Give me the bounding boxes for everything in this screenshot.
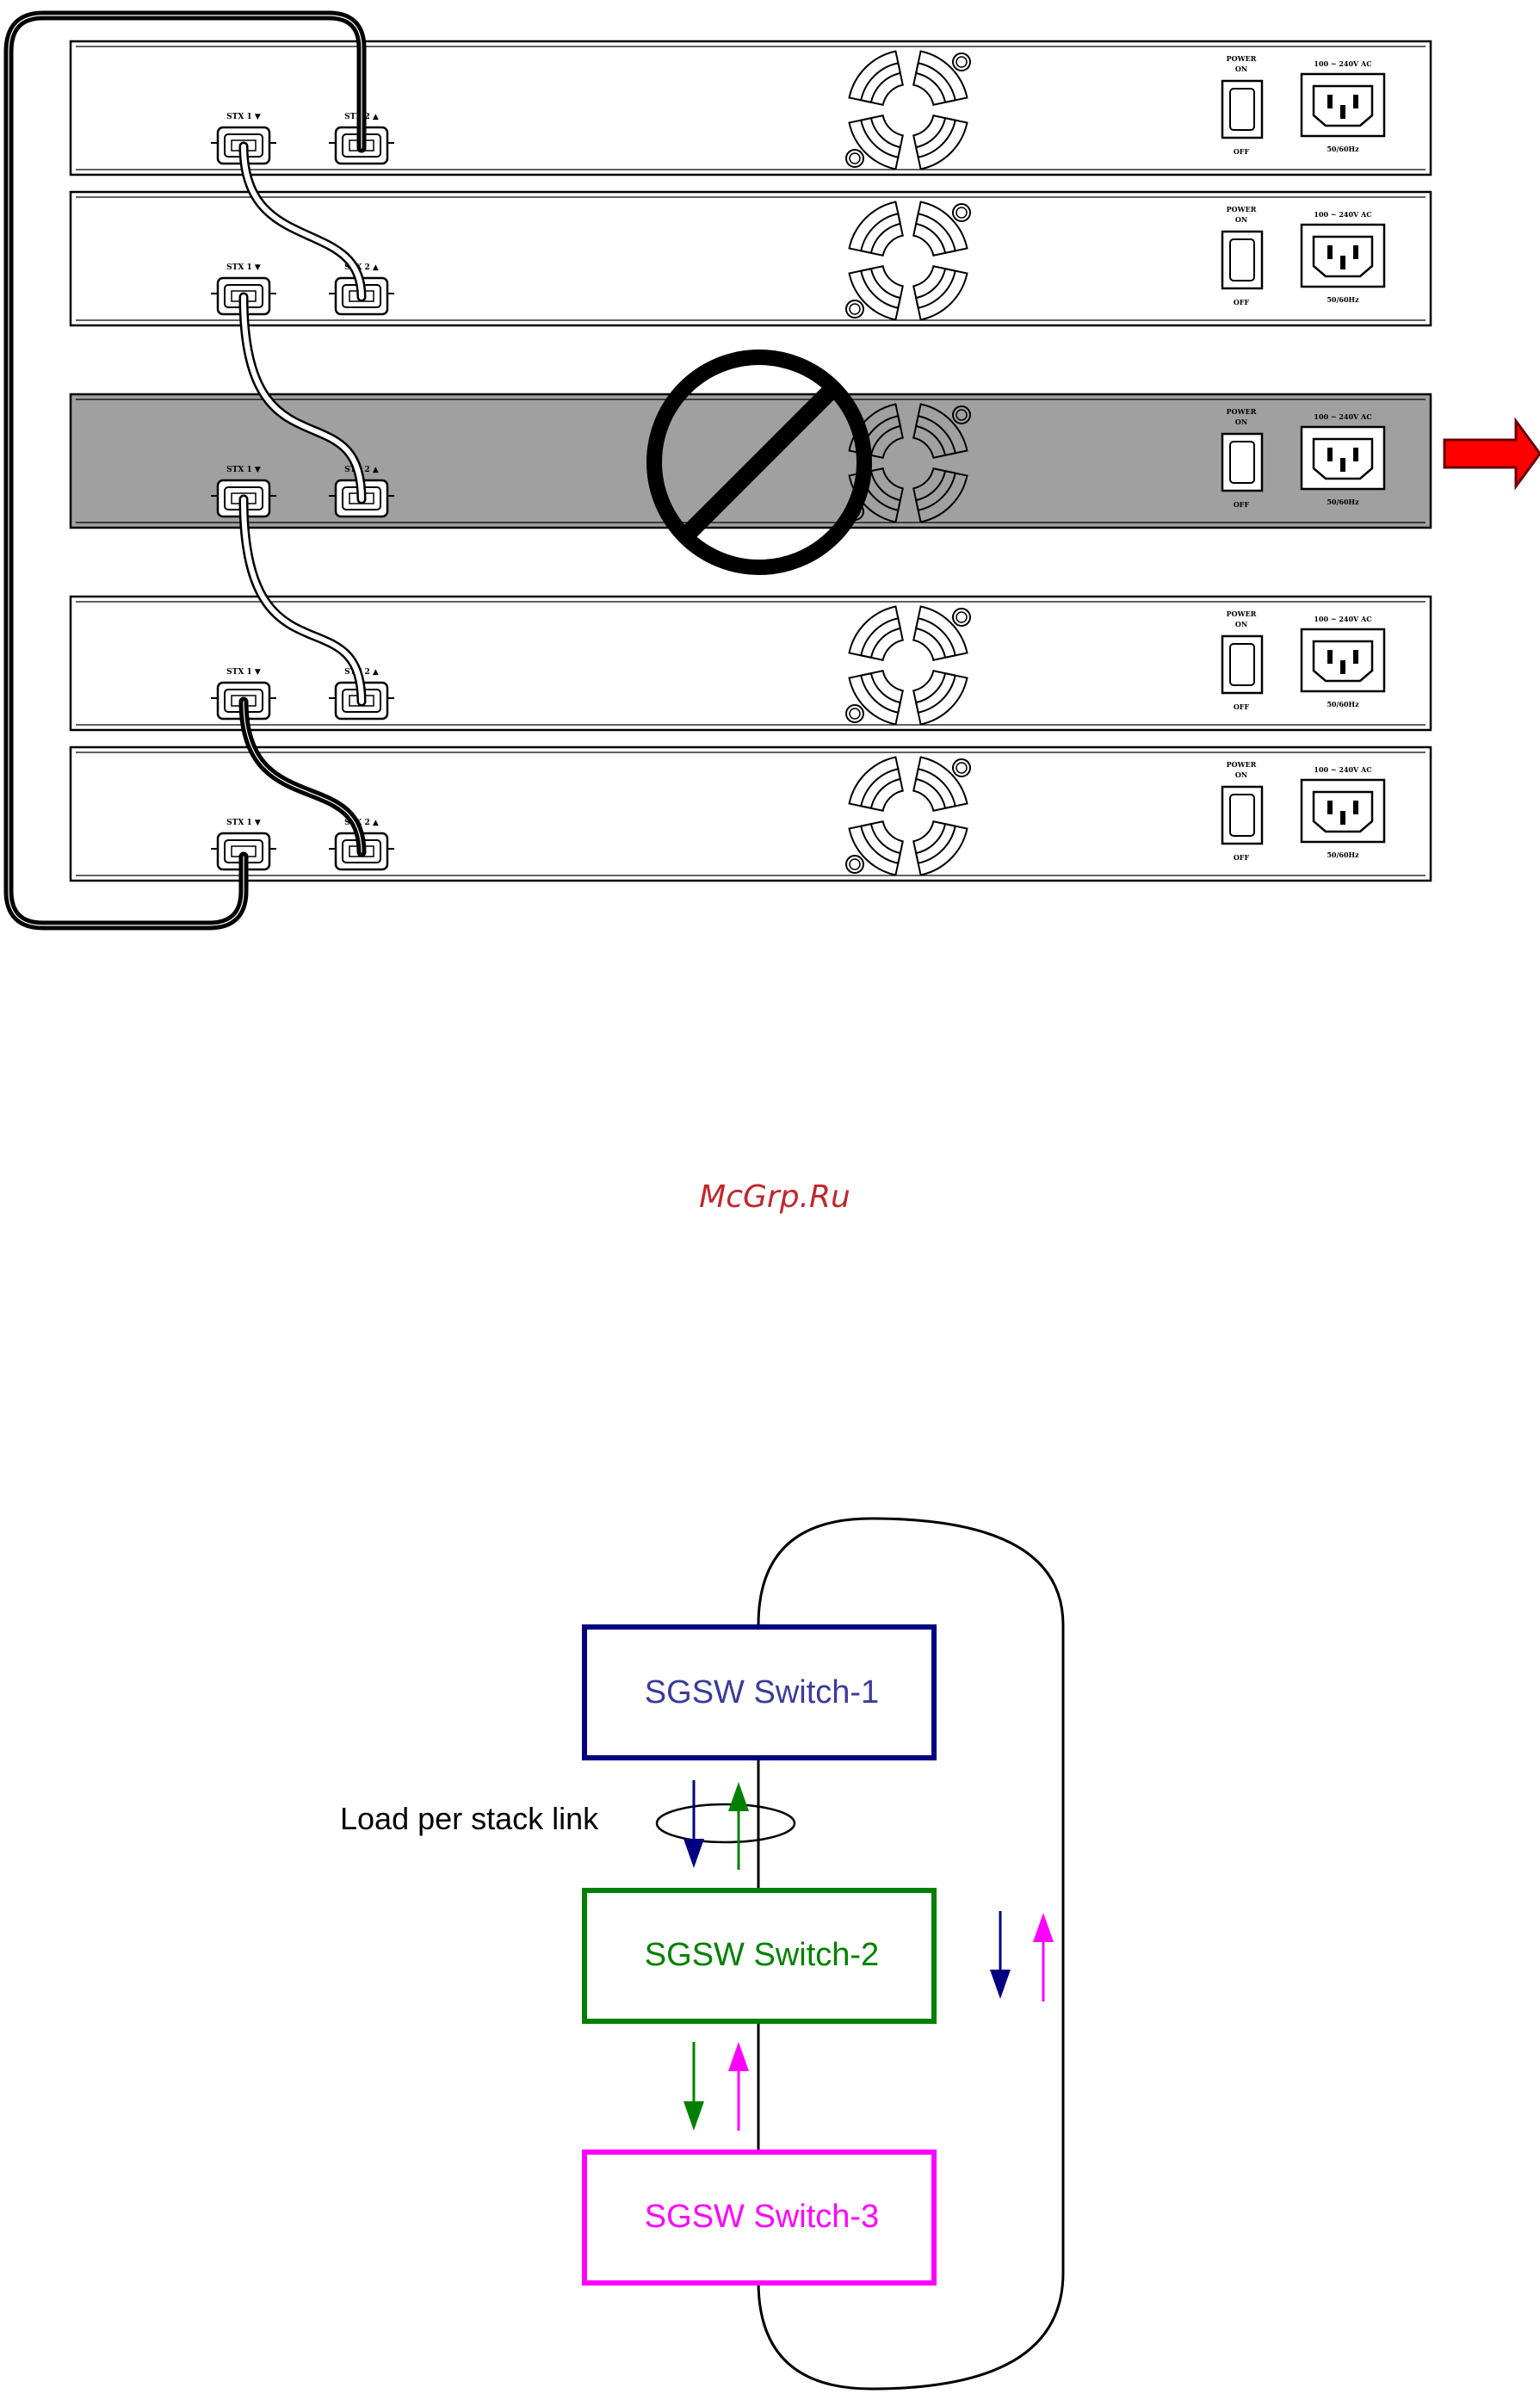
fan-vent-icon <box>845 605 971 726</box>
up-arrow-icon <box>728 2042 749 2131</box>
stack-cable-2-3 <box>238 292 367 504</box>
stack-cable-4-5 <box>238 696 367 857</box>
stx1-label: STX 1 ▼ <box>226 668 261 677</box>
up-arrow-icon <box>728 1782 749 1870</box>
traffic-arrows <box>683 1780 1054 2131</box>
load-ellipse <box>655 1803 796 1844</box>
power-label: POWER <box>1227 54 1257 63</box>
on-label: ON <box>1235 620 1247 628</box>
on-label: ON <box>1235 418 1247 426</box>
voltage-label: 100 ~ 240V AC <box>1314 412 1371 421</box>
stx1-label: STX 1 ▼ <box>226 263 261 272</box>
power-switch <box>1221 432 1264 492</box>
power-switch <box>1221 79 1264 139</box>
voltage-label: 100 ~ 240V AC <box>1314 765 1371 774</box>
stx2-label: STX 2 ▲ <box>344 819 379 827</box>
voltage-label: 100 ~ 240V AC <box>1314 59 1371 68</box>
ac-inlet-icon <box>1300 778 1386 844</box>
switch-2-label: SGSW Switch-2 <box>645 1937 879 1973</box>
voltage-label: 100 ~ 240V AC <box>1314 615 1371 623</box>
watermark: McGrp.Ru <box>699 1179 850 1215</box>
ac-inlet-icon <box>1300 628 1386 693</box>
power-switch <box>1221 230 1264 290</box>
stx2-label: STX 2 ▲ <box>344 263 379 272</box>
voltage-label: 100 ~ 240V AC <box>1314 210 1371 219</box>
frequency-label: 50/60Hz <box>1327 498 1359 506</box>
switch-2-box: SGSW Switch-2 <box>582 1888 937 2024</box>
fan-vent-icon <box>845 50 971 170</box>
switch-3-box: SGSW Switch-3 <box>582 2150 937 2286</box>
stack-diagram: SGSW Switch-1 SGSW Switch-2 SGSW Switch-… <box>340 1517 1065 2391</box>
switch-3-label: SGSW Switch-3 <box>645 2199 879 2235</box>
on-label: ON <box>1235 770 1247 779</box>
off-label: OFF <box>1234 500 1250 509</box>
switch-1-box: SGSW Switch-1 <box>582 1624 937 1760</box>
prohibited-icon <box>646 350 872 575</box>
down-arrow-icon <box>683 2042 704 2131</box>
power-label: POWER <box>1227 760 1257 769</box>
power-label: POWER <box>1227 609 1257 618</box>
fan-vent-icon <box>845 756 971 876</box>
stack-cable-3-4 <box>238 494 367 707</box>
ring-loop <box>757 1517 1065 2391</box>
stx1-label: STX 1 ▼ <box>226 819 261 827</box>
stx1-label: STX 1 ▼ <box>226 113 261 121</box>
down-arrow-icon <box>990 1911 1011 1999</box>
frequency-label: 50/60Hz <box>1327 700 1359 708</box>
stx1-label: STX 1 ▼ <box>226 466 261 474</box>
down-arrow-icon <box>683 1780 704 1868</box>
fan-vent-icon <box>845 201 971 321</box>
power-switch <box>1221 634 1264 695</box>
red-arrow-icon <box>1443 417 1540 491</box>
stack-cable-loop <box>3 10 367 931</box>
power-label: POWER <box>1227 407 1257 416</box>
frequency-label: 50/60Hz <box>1327 295 1359 304</box>
frequency-label: 50/60Hz <box>1327 851 1359 859</box>
load-label: Load per stack link <box>340 1801 599 1836</box>
ac-inlet-icon <box>1300 223 1386 288</box>
on-label: ON <box>1235 65 1247 73</box>
on-label: ON <box>1235 215 1247 224</box>
off-label: OFF <box>1234 298 1250 306</box>
stack-cable-1-2 <box>238 141 367 302</box>
off-label: OFF <box>1234 702 1250 711</box>
ac-inlet-icon <box>1300 425 1386 491</box>
stack-cables <box>3 10 367 931</box>
up-arrow-icon <box>1033 1913 1054 2001</box>
power-switch <box>1221 785 1264 845</box>
off-label: OFF <box>1234 853 1250 862</box>
ac-inlet-icon <box>1300 72 1386 138</box>
off-label: OFF <box>1234 147 1250 156</box>
switch-1-label: SGSW Switch-1 <box>645 1674 879 1710</box>
switch-unit: STX 1 ▼ STX 2 ▲ POWER ON OFF 100 ~ 240V AC 50/… <box>69 190 1432 327</box>
power-label: POWER <box>1227 205 1257 213</box>
frequency-label: 50/60Hz <box>1327 145 1359 153</box>
